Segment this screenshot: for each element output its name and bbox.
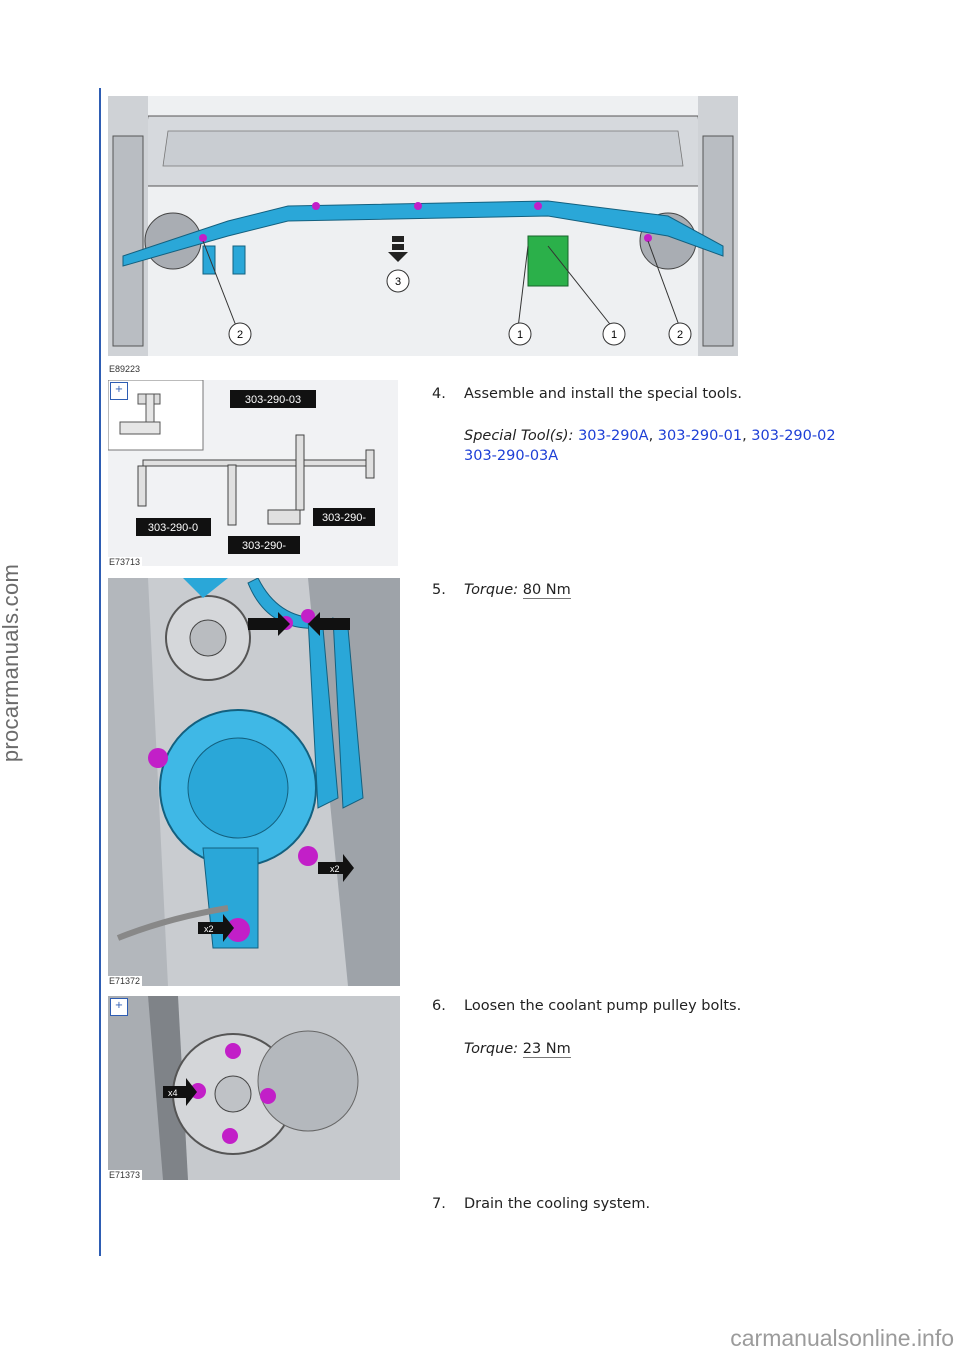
figure-pulley-bolts[interactable]: x4 + [108,996,400,1180]
badge-x2-lower: x2 [204,924,214,934]
zoom-icon[interactable]: + [110,382,128,400]
tool-label-left: 303-290-0 [148,522,198,534]
torque-label: Torque: [464,582,519,598]
torque-label: Torque: [464,1041,519,1057]
figure-subframe: 3 2 1 1 2 [108,96,738,356]
pulley-illustration: x4 [108,996,400,1180]
torque-value[interactable]: 80 Nm [522,582,571,599]
step-text: Assemble and install the special tools. [464,386,742,402]
step-number: 5. [432,582,446,598]
figure-id-4: E71373 [107,1170,143,1180]
torque-line: Torque: 80 Nm [464,580,571,600]
step-number: 7. [432,1196,446,1212]
subframe-illustration: 3 2 1 1 2 [108,96,738,356]
tool-label-bottom: 303-290- [242,540,286,552]
left-rule [99,88,101,1256]
tool-label-top: 303-290-03 [245,394,301,406]
callout-1-right: 1 [611,329,617,341]
torque-value[interactable]: 23 Nm [522,1041,571,1058]
callout-1-left: 1 [517,329,523,341]
figure-id-2: E73713 [107,557,143,567]
badge-x4: x4 [168,1088,178,1098]
figure-special-tools[interactable]: 303-290-03 303-290-0 303-290- 303-290- + [108,380,398,566]
special-tools-line-2: 303-290-03A [464,446,558,466]
tool-link-303-290a[interactable]: 303-290A [578,428,649,444]
footer-watermark: carmanualsonline.info [730,1325,954,1351]
step-text: Loosen the coolant pump pulley bolts. [464,998,742,1014]
callout-2-right: 2 [677,329,683,341]
torque-line: Torque: 23 Nm [464,1039,571,1059]
callout-2-left: 2 [237,329,243,341]
special-tools-illustration: 303-290-03 303-290-0 303-290- 303-290- [108,380,398,566]
step-number: 6. [432,998,446,1014]
side-watermark: procarmanuals.com [0,563,24,763]
figure-id-1: E89223 [107,364,143,374]
badge-x2-upper: x2 [330,864,340,874]
special-tools-line-1: Special Tool(s): 303-290A, 303-290-01, 3… [464,428,836,444]
tool-label-right: 303-290- [322,512,366,524]
figure-pump-pipes: x2 x2 [108,578,400,986]
tool-link-303-290-03a[interactable]: 303-290-03A [464,448,559,464]
tool-link-303-290-01[interactable]: 303-290-01 [657,428,743,444]
step-number: 4. [432,386,446,402]
figure-id-3: E71372 [107,976,143,986]
step-text: Drain the cooling system. [464,1196,651,1212]
callout-3: 3 [395,276,401,288]
tool-link-303-290-02[interactable]: 303-290-02 [751,428,836,444]
zoom-icon[interactable]: + [110,998,128,1016]
special-tools-label: Special Tool(s): [464,428,574,444]
pump-illustration: x2 x2 [108,578,400,986]
